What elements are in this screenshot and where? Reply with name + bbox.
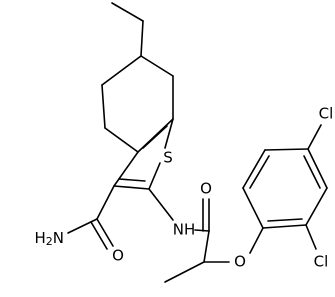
bond-carbonyl-o-a	[96, 218, 114, 247]
bond-c3-c3a	[113, 151, 139, 187]
bond-ether-o-ring	[249, 227, 264, 254]
bond-ar-1-2	[242, 187, 264, 229]
bond-c3-carbonyl	[96, 185, 115, 220]
amide-nh2-n: N	[53, 229, 64, 247]
chlorine-para-label: Cl	[319, 105, 334, 123]
bond-c2-c3	[113, 185, 150, 190]
bond-ch-ch3	[164, 261, 205, 283]
bond-c7a-c3a-double	[142, 125, 168, 149]
bond-layer	[67, 2, 328, 283]
bond-ar-5-6	[305, 187, 328, 226]
bond-c5-c4	[101, 84, 106, 129]
amide-nh2-label: H2N	[34, 229, 64, 249]
bond-c2-nh	[148, 188, 174, 221]
bond-ar-cl-para	[307, 124, 322, 150]
bond-carbonyl-ch	[203, 230, 210, 263]
propanoyl-oxygen-label: O	[200, 180, 212, 198]
bond-s-c2	[148, 162, 161, 190]
bond-nh-carbonyl	[194, 229, 210, 232]
bond-ar-3-4	[264, 148, 309, 151]
sulfur-atom-label: S	[163, 149, 173, 167]
bond-c7a-s	[164, 118, 174, 149]
bond-ar-6-1-double	[267, 218, 303, 222]
bond-ar-2-3	[242, 149, 266, 189]
amide-nh2-h: H	[34, 229, 45, 247]
amide-nh2-subscript: 2	[46, 235, 53, 248]
bond-carbonyl-n	[67, 218, 98, 234]
nh-label: NH	[173, 221, 196, 239]
bond-ar-cl-ortho	[305, 224, 317, 250]
bond-ethyl-ch3	[111, 2, 144, 22]
chlorine-ortho-label: Cl	[314, 253, 329, 271]
bond-ar-6-1	[262, 224, 307, 229]
atom-label-layer: S H2N O NH O O Cl Cl	[34, 105, 333, 271]
bond-ar-4-5	[307, 148, 328, 189]
ether-oxygen-label: O	[234, 253, 246, 271]
bond-c2-c3-double	[118, 178, 146, 182]
bond-ethyl-ch2	[140, 20, 144, 57]
bond-c6-c5	[101, 55, 142, 86]
bond-c6-c7	[140, 55, 174, 77]
carboxamide-oxygen-label: O	[112, 247, 124, 265]
bond-ar-2-3-double	[249, 155, 270, 189]
bond-c4-c3a	[104, 127, 139, 153]
bond-carbonyl-o-b	[90, 221, 108, 250]
bond-ar-4-5-double	[303, 155, 321, 189]
